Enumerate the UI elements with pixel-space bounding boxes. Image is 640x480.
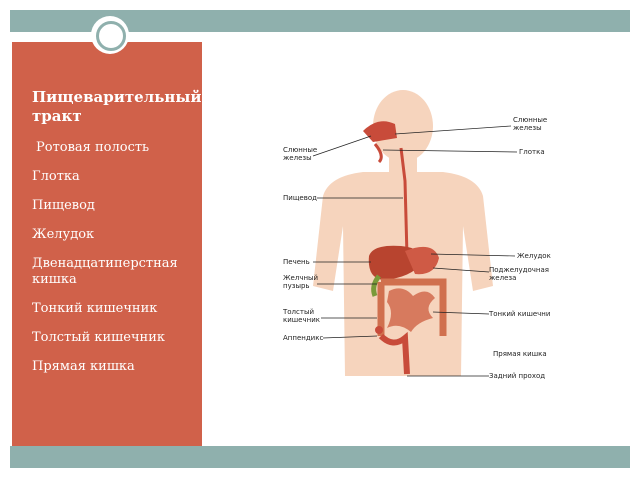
list-item: Глотка	[32, 169, 80, 184]
label-appendix: Аппендикс	[283, 334, 323, 342]
bottom-bar	[10, 446, 630, 468]
list-item: Тонкий кишечник	[32, 301, 158, 316]
top-bar	[10, 10, 630, 32]
left-panel	[12, 42, 202, 446]
label-rectum: Прямая кишка	[493, 350, 547, 358]
leader-lines	[312, 125, 518, 377]
slide-title: Пищеварительный тракт	[32, 88, 202, 125]
label-esophagus: Пищевод	[283, 194, 317, 202]
list-item: Прямая кишка	[32, 359, 135, 374]
item-list: Ротовая полость Глотка Пищевод Желудок Д…	[32, 140, 202, 375]
ring-icon	[96, 21, 126, 51]
list-item: Пищевод	[32, 198, 95, 213]
label-pharynx: Глотка	[519, 148, 545, 156]
list-item: Двенадцатиперстная кишка	[32, 256, 178, 287]
label-anus: Задний проход	[489, 372, 545, 380]
organs	[363, 121, 447, 375]
body-silhouette	[313, 90, 493, 376]
label-liver: Печень	[283, 258, 310, 266]
label-stomach: Желудок	[517, 252, 551, 260]
label-small-intestine: Тонкий кишечник	[488, 310, 551, 318]
list-item: Желудок	[32, 227, 95, 242]
list-item: Ротовая полость	[36, 140, 150, 155]
list-item: Толстый кишечник	[32, 330, 165, 345]
